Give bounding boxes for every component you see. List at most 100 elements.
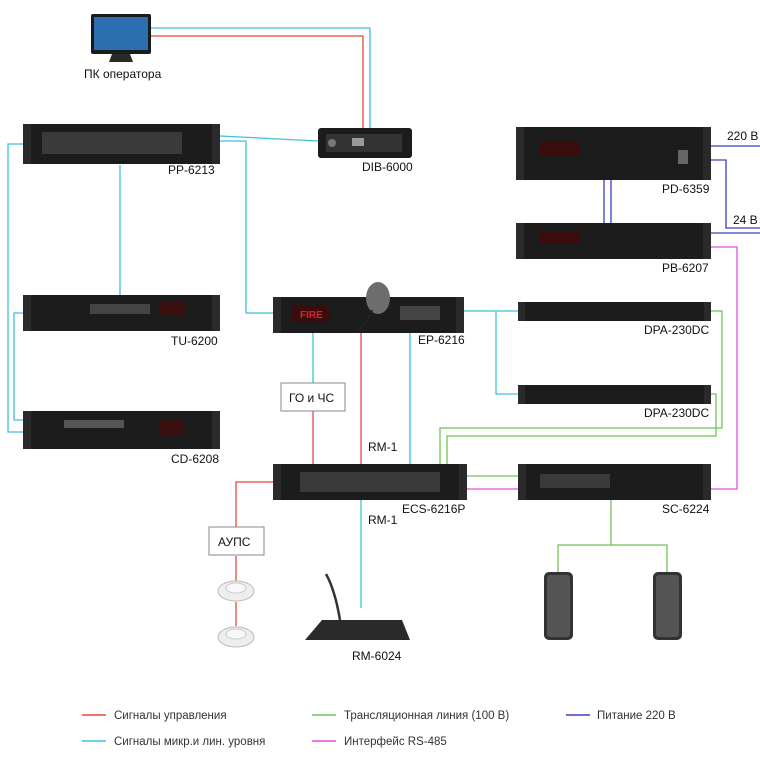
pc-stand: [109, 54, 133, 62]
ep-microphone: [357, 282, 390, 331]
wire-pp-ep: [220, 140, 273, 314]
ecs-ear-left: [273, 464, 281, 500]
wire-pp-cd-left: [7, 143, 23, 433]
pd-6359: PD-6359: [516, 127, 711, 196]
tu-6200: TU-6200: [23, 295, 220, 348]
ep-ear-left: [273, 297, 281, 333]
dpa-230dc-1: DPA-230DC: [518, 302, 711, 337]
legend: Сигналы управления Трансляционная линия …: [82, 710, 676, 748]
v220-label: 220 В: [727, 129, 758, 143]
dpa1-body: [518, 302, 711, 321]
aups-text: АУПС: [218, 535, 251, 549]
cd-body: [23, 411, 220, 449]
ecs-ear-right: [459, 464, 467, 500]
ep-fire-display: [292, 306, 330, 322]
cd-6208: CD-6208: [23, 411, 220, 466]
v24-label: 24 В: [733, 213, 758, 227]
sc-ear-right: [703, 464, 711, 500]
wire-tu-cd-left: [13, 312, 23, 421]
go-chs-text: ГО и ЧС: [289, 391, 335, 405]
dpa-230dc-2: DPA-230DC: [518, 385, 711, 420]
ecs-label: ECS-6216P: [402, 502, 465, 516]
cd-display: [160, 420, 184, 436]
sc-label: SC-6224: [662, 502, 710, 516]
dib-knob: [328, 139, 336, 147]
dib-label: DIB-6000: [362, 160, 413, 174]
legend-rs485-text: Интерфейс RS-485: [344, 736, 447, 748]
pp-label: PP-6213: [168, 163, 215, 177]
dpa1-ear-left: [518, 302, 525, 321]
pb-display: [540, 232, 580, 244]
wire-ecs-aups: [235, 481, 273, 527]
smoke-detector-1: [217, 580, 255, 602]
dpa2-body: [518, 385, 711, 404]
tu-buttons: [90, 304, 150, 314]
sc-6224: SC-6224: [518, 464, 711, 516]
go-chs-box: ГО и ЧС: [280, 382, 346, 412]
pp-ear-right: [212, 124, 220, 164]
wire-sc-speaker2: [611, 544, 668, 572]
wire-pp-dib: [219, 135, 319, 142]
rm-gooseneck: [324, 573, 342, 621]
tu-ear-left: [23, 295, 31, 331]
dpa2-ear-right: [704, 385, 711, 404]
pp-6213: PP-6213: [23, 124, 220, 177]
pd-display: [540, 142, 580, 156]
legend-power-text: Питание 220 В: [597, 710, 676, 722]
wire-sc-speakers: [557, 500, 612, 572]
dib-port: [352, 138, 364, 146]
pd-ear-right: [703, 127, 711, 180]
rm-label: RM-6024: [352, 649, 402, 663]
wire-24v-a: [711, 159, 760, 229]
rm1-bottom-label: RM-1: [368, 513, 398, 527]
speaker-1: [544, 572, 573, 640]
wire-pc-dib-cyan: [150, 27, 371, 128]
cd-tray: [64, 420, 124, 428]
speaker-2: [653, 572, 682, 640]
cd-label: CD-6208: [171, 452, 219, 466]
sc-panel: [540, 474, 610, 488]
smoke-detector-2: [217, 626, 255, 648]
wire-dpa1-ecs-green: [439, 310, 723, 470]
pd-label: PD-6359: [662, 182, 710, 196]
ep-ear-right: [456, 297, 464, 333]
sc-ear-left: [518, 464, 526, 500]
wire-pb-sc-rs485: [711, 246, 738, 490]
tu-display: [160, 302, 186, 316]
pc-screen: [94, 17, 148, 50]
pd-switch: [678, 150, 688, 164]
ecs-6216p: ECS-6216P: [273, 464, 467, 516]
go-chs-rect: [280, 382, 346, 412]
legend-mic-text: Сигналы микр.и лин. уровня: [114, 736, 265, 748]
wires: [7, 27, 760, 626]
aups-rect: [208, 526, 265, 556]
pd-ear-left: [516, 127, 524, 180]
pb-ear-left: [516, 223, 524, 259]
pc-label: ПК оператора: [84, 67, 162, 81]
rm1-top-label: RM-1: [368, 440, 398, 454]
pb-label: PB-6207: [662, 261, 709, 275]
pp-ear-left: [23, 124, 31, 164]
ep-6216: FIRE EP-6216: [273, 282, 465, 347]
legend-broadcast-text: Трансляционная линия (100 В): [344, 710, 509, 722]
ep-fire-text: FIRE: [300, 310, 323, 321]
dpa1-label: DPA-230DC: [644, 323, 709, 337]
ecs-buttons: [300, 472, 440, 492]
wire-dpa2-ecs-green: [446, 393, 717, 470]
cd-ear-left: [23, 411, 31, 449]
wire-pc-dib-red: [150, 35, 364, 128]
wire-dpa1-dpa2: [495, 311, 518, 395]
dpa2-ear-left: [518, 385, 525, 404]
pc-operator: ПК оператора: [84, 14, 162, 81]
ep-buttons: [400, 306, 440, 320]
dpa2-label: DPA-230DC: [644, 406, 709, 420]
dpa1-ear-right: [704, 302, 711, 321]
rm-6024: RM-6024: [305, 573, 410, 663]
dib-6000: DIB-6000: [318, 128, 413, 174]
tu-label: TU-6200: [171, 334, 218, 348]
pb-6207: PB-6207: [516, 223, 711, 275]
pb-ear-right: [703, 223, 711, 259]
ep-label: EP-6216: [418, 333, 465, 347]
cd-ear-right: [212, 411, 220, 449]
